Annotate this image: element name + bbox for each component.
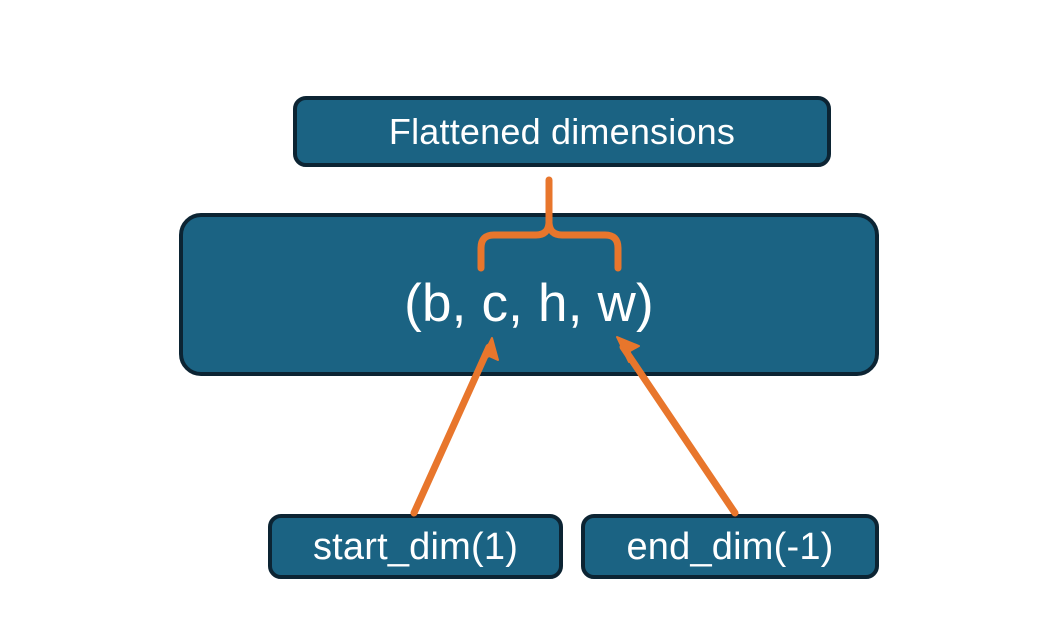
node-flattened-dimensions[interactable]: Flattened dimensions [293,96,831,167]
node-tensor-shape-label: (b, c, h, w) [404,274,654,333]
node-start-dim-label: start_dim(1) [312,525,519,568]
node-end-dim-label: end_dim(-1) [626,525,834,568]
node-start-dim[interactable]: start_dim(1) [268,514,563,579]
node-end-dim[interactable]: end_dim(-1) [581,514,879,579]
node-tensor-shape[interactable]: (b, c, h, w) [179,213,879,376]
node-flattened-dimensions-label: Flattened dimensions [388,110,736,152]
